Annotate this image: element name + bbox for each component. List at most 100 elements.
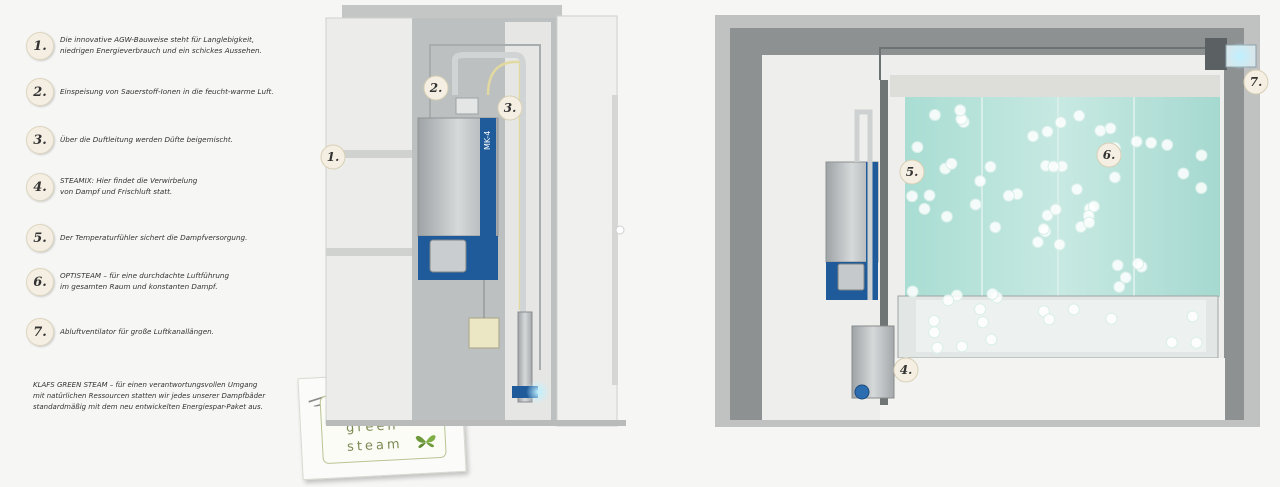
steam-bubble — [1011, 188, 1024, 200]
legend-description: Über die Duftleitung werden Düfte beigem… — [60, 134, 310, 145]
steam-bubble — [1186, 310, 1199, 323]
legend-description: Die innovative AGW-Bauweise steht für La… — [60, 34, 310, 56]
ion-module — [455, 97, 479, 115]
legend-description-line: Einspeisung von Sauerstoff-Ionen in die … — [60, 87, 274, 96]
steam-bubble — [939, 162, 952, 175]
callout-badge: 1. — [320, 144, 346, 170]
legend-description-line: im gesamten Raum und konstanten Dampf. — [60, 282, 218, 291]
legend-description-line: Der Temperaturfühler sichert die Dampfve… — [60, 233, 248, 242]
steam-bubble — [1070, 183, 1083, 196]
legend-description: Einspeisung von Sauerstoff-Ionen in die … — [60, 86, 310, 97]
legend-description: Der Temperaturfühler sichert die Dampfve… — [60, 232, 310, 243]
control-box — [468, 317, 500, 349]
legend-description-line: Abluftventilator für große Luftkanalläng… — [60, 327, 214, 336]
logo-card: klafs green steam — [297, 369, 467, 481]
steam-bubble — [974, 303, 987, 316]
steam-bubbles — [906, 104, 1208, 354]
steam-bubble — [1104, 122, 1117, 135]
steam-bubble — [1043, 313, 1056, 326]
steam-bubble — [989, 221, 1002, 234]
callout-label: 3. — [504, 101, 517, 115]
steam-bubble — [1074, 220, 1087, 233]
steam-bubble — [1047, 160, 1060, 173]
callout-badge: 4. — [893, 357, 919, 383]
generator-label: MK-4 — [483, 131, 492, 150]
right-tank — [837, 263, 865, 291]
steam-bubble — [1145, 136, 1158, 149]
callout-badge: 2. — [423, 75, 449, 101]
legend-description-line: niedrigen Energieverbrauch und ein schic… — [60, 46, 262, 55]
steam-generator — [417, 117, 499, 237]
legend-number-badge: 6. — [26, 268, 54, 296]
wall-panel-left — [325, 17, 415, 425]
steam-bubble — [1108, 141, 1121, 154]
ceiling-fan-housing — [1205, 38, 1227, 70]
steam-bubble — [954, 104, 967, 117]
steam-bubble — [1049, 203, 1062, 216]
steam-bubble — [1135, 260, 1148, 273]
steam-bubble — [976, 316, 989, 329]
legend-description-line: Die innovative AGW-Bauweise steht für La… — [60, 35, 255, 44]
steam-bubble — [1083, 202, 1096, 215]
wall-seam-2 — [326, 248, 414, 256]
steam-bubble — [1108, 171, 1121, 184]
steam-bubble — [940, 210, 953, 223]
bench — [897, 295, 1219, 359]
door-edge — [612, 95, 618, 385]
steam-bubble — [1195, 182, 1208, 194]
steam-bubble — [945, 157, 958, 170]
steam-bubble — [1130, 135, 1143, 148]
steam-bubble — [1039, 159, 1052, 172]
steam-bubble — [1041, 125, 1054, 138]
side-section-view: MK-4 — [325, 5, 626, 427]
steam-bubble — [974, 175, 987, 188]
steam-bubble — [1002, 189, 1015, 202]
steam-bubble — [1119, 271, 1132, 284]
steam-bubble — [985, 333, 998, 346]
steam-bubble — [942, 294, 955, 307]
steam-outlet — [512, 386, 538, 398]
fragrance-line — [486, 60, 522, 310]
steam-bubble — [1165, 336, 1178, 349]
steam-bubble — [1054, 116, 1067, 129]
callout-badge: 6. — [1096, 142, 1122, 168]
footer-line: KLAFS GREEN STEAM – für einen verantwort… — [33, 381, 258, 389]
steam-bubble — [906, 190, 919, 203]
steam-bubble — [918, 202, 931, 215]
legend-number-badge: 7. — [26, 318, 54, 346]
steam-bubble — [1037, 223, 1050, 235]
callout-label: 6. — [1103, 148, 1116, 162]
steam-bubble — [1039, 225, 1052, 238]
steam-bubble — [928, 109, 941, 121]
steamix-pipe — [517, 311, 533, 403]
legend-number-badge: 4. — [26, 173, 54, 201]
steam-bubble — [955, 113, 968, 125]
steam-bubble — [1083, 216, 1096, 229]
legend-description: Abluftventilator für große Luftkanalläng… — [60, 326, 310, 337]
exhaust-fan — [1225, 44, 1257, 68]
front-section-view — [715, 15, 1260, 427]
outer-frame — [715, 15, 1260, 427]
legend-number-badge: 5. — [26, 224, 54, 252]
fan-glow — [1226, 42, 1254, 70]
steam-bubble — [1094, 124, 1107, 137]
legend-number-badge: 1. — [26, 32, 54, 60]
steamix-unit — [851, 325, 895, 399]
steam-bubble — [1053, 238, 1066, 251]
steam-bubble — [1067, 303, 1080, 316]
steam-bubble — [1195, 149, 1208, 162]
steam-bubble — [1105, 312, 1118, 325]
steam-bubble — [906, 285, 919, 298]
legend-description-line: von Dampf und Frischluft statt. — [60, 187, 173, 196]
piping — [429, 44, 541, 370]
steam-bubble — [1161, 138, 1174, 151]
steam-bubble — [990, 291, 1003, 304]
right-generator-base — [826, 262, 878, 300]
footer-line: standardmäßig mit dem neu entwickelten E… — [33, 403, 263, 411]
callout-badge: 3. — [497, 95, 523, 121]
right-generator-stripe — [866, 162, 878, 262]
ceiling-channel — [890, 75, 1220, 97]
callout-badge: 5. — [899, 159, 925, 185]
right-generator — [825, 161, 879, 263]
legend-number-badge: 3. — [26, 126, 54, 154]
